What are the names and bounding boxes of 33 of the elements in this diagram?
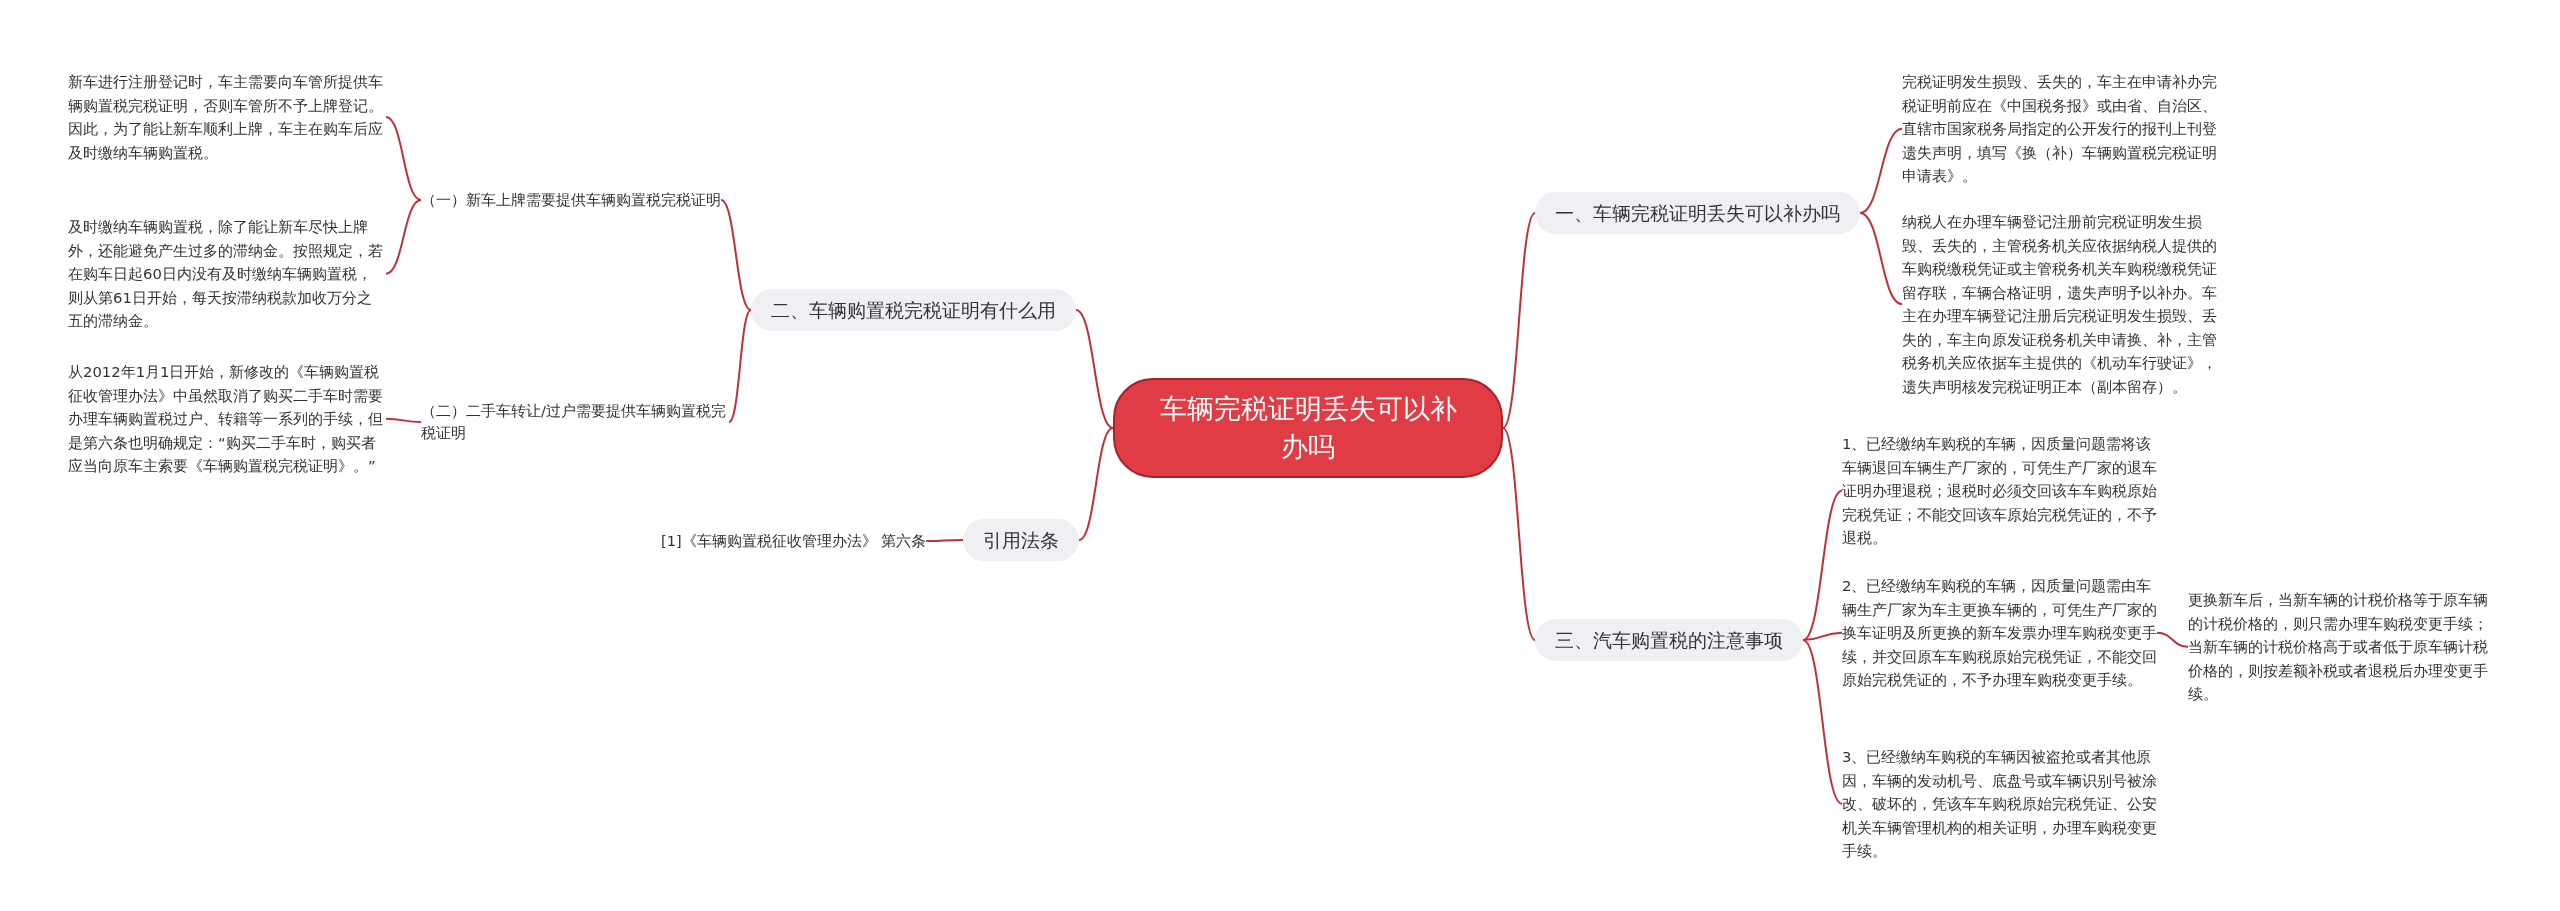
note-text: 纳税人在办理车辆登记注册前完税证明发生损毁、丢失的，主管税务机关应依据纳税人提供的车购税缴税凭证或主管税务机关车购税缴税凭证留存联，车辆合格证明，遗失声明予以补办。车主在办理车辆登记注册后完税证明发生损毁、丢失的，车主向原发证税务机关申请换、补，主管税务机关应依据车主提供的《机动车行驶证》，遗失声明核发完税证明正本（副本留存）。 bbox=[1902, 210, 2220, 398]
connector-line bbox=[385, 417, 422, 423]
topic-pill: 引用法条 bbox=[963, 519, 1079, 561]
connector-line bbox=[385, 199, 422, 275]
connector-line bbox=[720, 199, 752, 311]
connector-line bbox=[1078, 427, 1114, 541]
connector-line bbox=[1075, 309, 1114, 429]
note-text: 及时缴纳车辆购置税，除了能让新车尽快上牌外，还能避免产生过多的滞纳金。按照规定，若在购车日起60日内没有及时缴纳车辆购置税，则从第61日开始，每天按滞纳税款加收万分之五的滞纳金。 bbox=[68, 215, 386, 333]
subtopic-text: （二）二手车转让/过户需要提供车辆购置税完税证明 bbox=[421, 400, 729, 444]
note-text: 完税证明发生损毁、丢失的，车主在申请补办完税证明前应在《中国税务报》或由省、自治区、直辖市国家税务局指定的公开发行的报刊上刊登遗失声明，填写《换（补）车辆购置税完税证明申请表》。 bbox=[1902, 70, 2220, 188]
connector-line bbox=[1859, 127, 1903, 214]
connector-line bbox=[2156, 631, 2189, 648]
connector-line bbox=[728, 309, 752, 423]
subtopic-text: [1]《车辆购置税征收管理办法》 第六条 bbox=[661, 530, 927, 552]
note-text: 2、已经缴纳车购税的车辆，因质量问题需由车辆生产厂家为车主更换车辆的，可凭生产厂家的换车证明及所更换的新车发票办理车购税变更手续，并交回原车车购税原始完税凭证，不能交回原始完税凭证的，不予办理车购税变更手续。 bbox=[1842, 574, 2157, 692]
note-text: 从2012年1月1日开始，新修改的《车辆购置税征收管理办法》中虽然取消了购买二手车时需要办理车辆购置税过户、转籍等一系列的手续，但是第六条也明确规定：“购买二手车时，购买者应当向原车主索要《车辆购置税完税证明》。” bbox=[68, 360, 386, 478]
topic-pill: 二、车辆购置税完税证明有什么用 bbox=[751, 289, 1076, 331]
central-topic: 车辆完税证明丢失可以补办吗 bbox=[1113, 378, 1503, 478]
connector-line bbox=[385, 116, 422, 201]
note-text: 3、已经缴纳车购税的车辆因被盗抢或者其他原因，车辆的发动机号、底盘号或车辆识别号被涂改、破坏的，凭该车车购税原始完税凭证、公安机关车辆管理机构的相关证明，办理车购税变更手续。 bbox=[1842, 745, 2157, 863]
connector-line bbox=[1502, 427, 1536, 641]
connector-line bbox=[1502, 212, 1536, 429]
subtopic-text: （一）新车上牌需要提供车辆购置税完税证明 bbox=[421, 189, 721, 211]
connector-line bbox=[1802, 639, 1843, 805]
topic-pill: 一、车辆完税证明丢失可以补办吗 bbox=[1535, 192, 1860, 234]
connector-line bbox=[1859, 212, 1903, 305]
connector-line bbox=[1802, 631, 1843, 641]
topic-pill: 三、汽车购置税的注意事项 bbox=[1535, 619, 1803, 661]
connector-line bbox=[1802, 489, 1843, 641]
note-text: 1、已经缴纳车购税的车辆，因质量问题需将该车辆退回车辆生产厂家的，可凭生产厂家的退车证明办理退税；退税时必须交回该车车购税原始完税凭证；不能交回该车原始完税凭证的，不予退税。 bbox=[1842, 432, 2157, 550]
note-text: 新车进行注册登记时，车主需要向车管所提供车辆购置税完税证明，否则车管所不予上牌登记。因此，为了能让新车顺利上牌，车主在购车后应及时缴纳车辆购置税。 bbox=[68, 70, 386, 164]
note-text: 更换新车后，当新车辆的计税价格等于原车辆的计税价格的，则只需办理车购税变更手续；当新车辆的计税价格高于或者低于原车辆计税价格的，则按差额补税或者退税后办理变更手续。 bbox=[2188, 588, 2498, 706]
connector-line bbox=[925, 539, 964, 542]
